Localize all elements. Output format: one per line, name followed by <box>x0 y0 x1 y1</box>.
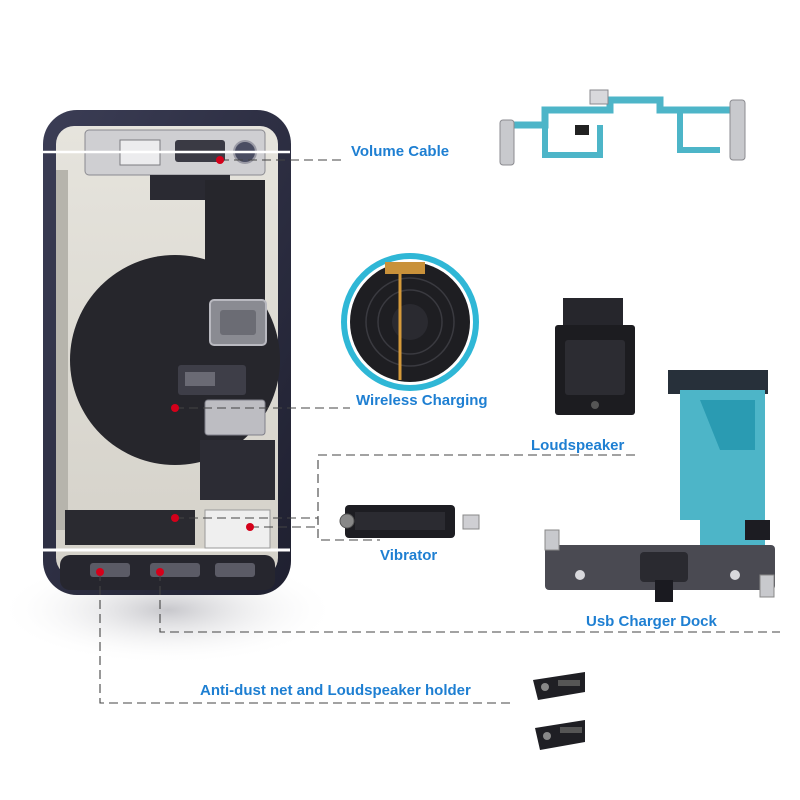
dock-screw-right <box>730 570 740 580</box>
anti-dust-parts <box>533 672 585 750</box>
vibrator-face <box>355 512 445 530</box>
coil-tab <box>385 262 425 274</box>
anti-dust-holder-2-mesh <box>560 727 582 733</box>
leader-anti-dust <box>99 572 510 704</box>
dock-bracket-left <box>544 529 560 551</box>
marker-usb-dock <box>156 568 164 576</box>
volume-bracket-left <box>499 119 515 166</box>
label-wireless-charging: Wireless Charging <box>356 392 488 409</box>
lower-flex <box>200 440 275 500</box>
marker-loudspeaker <box>246 523 254 531</box>
speaker-top <box>563 298 623 328</box>
label-loudspeaker: Loudspeaker <box>531 437 625 454</box>
marker-anti-dust <box>96 568 104 576</box>
vibrator-contact <box>462 514 480 530</box>
label-usb-charger-dock: Usb Charger Dock <box>586 613 717 630</box>
dock-flex-trace <box>700 400 755 450</box>
label-vibrator: Vibrator <box>380 547 438 564</box>
usb-dock-part <box>544 370 775 602</box>
marker-vibrator <box>171 514 179 522</box>
logo-plate-inner <box>220 310 256 335</box>
speaker-screw <box>591 401 599 409</box>
anti-dust-holder-1-mesh <box>558 680 580 686</box>
vibrator-screw-hole <box>339 513 355 529</box>
volume-flex-loop <box>542 125 603 158</box>
bottom-mic-holder <box>215 563 255 577</box>
port-tab <box>655 580 673 602</box>
label-anti-dust: Anti-dust net and Loudspeaker holder <box>200 682 471 699</box>
dock-screw-left <box>575 570 585 580</box>
label-volume-cable: Volume Cable <box>351 143 450 160</box>
dock-bracket-right <box>759 574 775 598</box>
volume-flex-branch <box>677 110 720 153</box>
coil-outer-ring <box>341 253 479 391</box>
leader-lines <box>99 159 780 704</box>
anti-dust-holder-2 <box>535 720 585 750</box>
mid-bracket <box>204 399 266 436</box>
leader-vibrator <box>175 517 380 541</box>
anti-dust-holder-1-hole <box>541 683 549 691</box>
marker-wireless-charging <box>171 404 179 412</box>
leader-usb-dock <box>159 572 780 633</box>
anti-dust-holder-2-hole <box>543 732 551 740</box>
dock-chip <box>745 520 770 540</box>
flex-connector <box>185 372 215 386</box>
leader-loudspeaker <box>250 454 640 528</box>
loudspeaker-part <box>555 298 635 415</box>
lightning-port <box>640 552 688 582</box>
coil-winding-1 <box>365 277 455 367</box>
speaker-grille <box>565 340 625 395</box>
volume-bracket-right <box>729 99 746 161</box>
volume-connector <box>589 89 609 105</box>
vibrator-part <box>339 505 480 538</box>
marker-volume-cable <box>216 156 224 164</box>
wireless-charging-part <box>341 253 479 391</box>
phone-housing <box>0 110 338 665</box>
volume-cable-part <box>499 89 746 166</box>
volume-flex-ribbon <box>505 96 744 129</box>
vibrator-bay <box>204 509 271 549</box>
bottom-speaker-holder <box>90 563 130 577</box>
coil-center <box>392 304 428 340</box>
coil-winding-2 <box>377 289 443 355</box>
volume-chip <box>575 125 589 135</box>
antenna-strip <box>56 170 68 530</box>
markers <box>96 156 254 576</box>
